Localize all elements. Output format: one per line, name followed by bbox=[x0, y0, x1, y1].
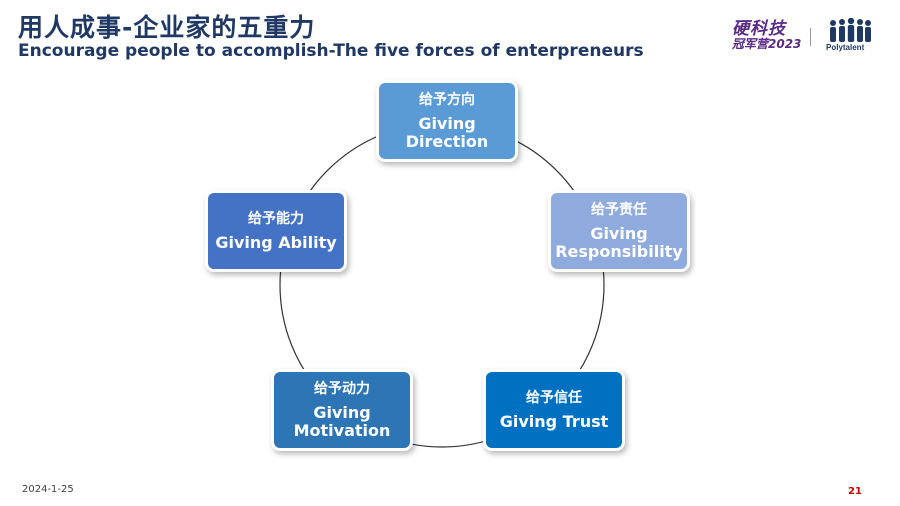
node-giving-trust: 给予信任 Giving Trust bbox=[486, 372, 622, 448]
footer-date: 2024-1-25 bbox=[22, 484, 74, 495]
node-giving-ability-en: Giving Ability bbox=[215, 233, 337, 252]
event-logo: 硬科技 冠军营2023 bbox=[730, 16, 804, 54]
node-giving-responsibility-cn: 给予责任 bbox=[591, 202, 647, 218]
node-giving-ability: 给予能力 Giving Ability bbox=[208, 193, 344, 269]
polytalent-logo: Polytalent bbox=[826, 17, 872, 56]
node-giving-responsibility-en-1: Giving bbox=[590, 224, 648, 243]
node-giving-trust-cn: 给予信任 bbox=[526, 390, 582, 406]
node-giving-direction: 给予方向 Giving Direction bbox=[379, 83, 515, 159]
event-logo-line1: 硬科技 bbox=[732, 19, 786, 39]
node-giving-motivation: 给予动力 Giving Motivation bbox=[274, 372, 410, 448]
node-giving-direction-en-1: Giving bbox=[418, 114, 476, 133]
event-logo-line2: 冠军营2023 bbox=[732, 37, 802, 51]
node-giving-motivation-en-1: Giving bbox=[313, 403, 371, 422]
node-giving-direction-cn: 给予方向 bbox=[419, 92, 475, 108]
page-subtitle: Encourage people to accomplish-The five … bbox=[18, 41, 644, 61]
node-giving-trust-en: Giving Trust bbox=[499, 412, 609, 431]
node-giving-responsibility: 给予责任 Giving Responsibility bbox=[551, 193, 687, 269]
logo-divider bbox=[810, 28, 811, 46]
node-giving-responsibility-en-2: Responsibility bbox=[555, 242, 683, 261]
node-giving-direction-en-2: Direction bbox=[405, 132, 489, 151]
node-giving-ability-cn: 给予能力 bbox=[248, 211, 304, 227]
node-giving-motivation-cn: 给予动力 bbox=[314, 381, 370, 397]
page-number: 21 bbox=[848, 486, 862, 497]
people-group-icon bbox=[830, 17, 871, 42]
node-giving-motivation-en-2: Motivation bbox=[293, 421, 391, 440]
page-title: 用人成事-企业家的五重力 bbox=[18, 13, 316, 42]
header-logos: 硬科技 冠军营2023 Polytalent bbox=[730, 16, 880, 56]
polytalent-logo-text: Polytalent bbox=[826, 43, 865, 52]
